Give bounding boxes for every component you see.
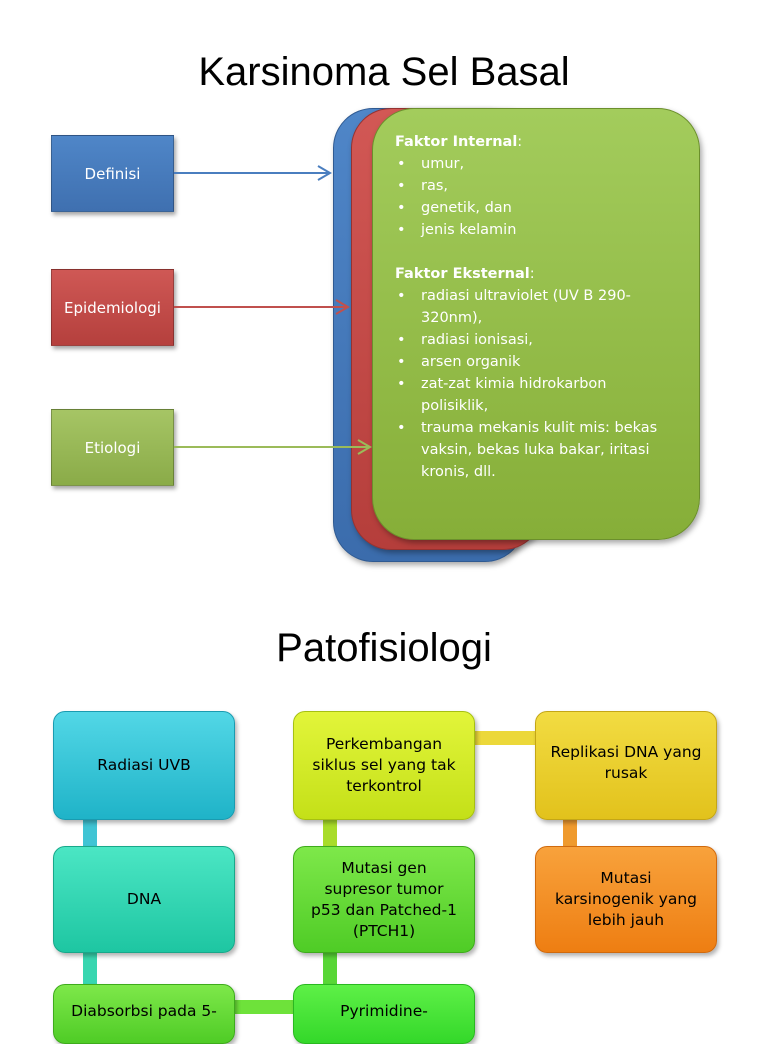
- dna-box[interactable]: DNA: [53, 846, 235, 953]
- list-item: trauma mekanis kulit mis: bekas vaksin, …: [395, 417, 675, 483]
- pyrimidine-box[interactable]: Pyrimidine-: [293, 984, 475, 1044]
- list-item: zat-zat kimia hidrokarbon polisiklik,: [395, 373, 675, 417]
- faktor-eksternal-heading: Faktor Eksternal:: [395, 266, 535, 282]
- diabsorbsi-box[interactable]: Diabsorbsi pada 5-: [53, 984, 235, 1044]
- list-item: genetik, dan: [395, 197, 675, 219]
- faktor-internal-list: umur, ras, genetik, dan jenis kelamin: [395, 153, 675, 241]
- list-item: radiasi ionisasi,: [395, 329, 675, 351]
- faktor-internal-heading: Faktor Internal:: [395, 134, 523, 150]
- radiasi-uvb-box[interactable]: Radiasi UVB: [53, 711, 235, 820]
- list-item: umur,: [395, 153, 675, 175]
- connector-mutasi-perkembangan: [323, 818, 337, 850]
- title-karsinoma: Karsinoma Sel Basal: [198, 50, 570, 94]
- connector-radiasi-dna: [83, 818, 97, 850]
- etiologi-box[interactable]: Etiologi: [51, 409, 174, 486]
- list-item: arsen organik: [395, 351, 675, 373]
- mutasi-karsinogenik-box[interactable]: Mutasi karsinogenik yang lebih jauh: [535, 846, 717, 953]
- list-item: radiasi ultraviolet (UV B 290-320nm),: [395, 285, 675, 329]
- list-item: ras,: [395, 175, 675, 197]
- mutasi-gen-box[interactable]: Mutasi gen supresor tumor p53 dan Patche…: [293, 846, 475, 953]
- etiologi-card: Faktor Internal: umur, ras, genetik, dan…: [372, 108, 700, 540]
- list-item: jenis kelamin: [395, 219, 675, 241]
- epidemiologi-box[interactable]: Epidemiologi: [51, 269, 174, 346]
- title-patofisiologi: Patofisiologi: [276, 626, 492, 670]
- arrow-etiologi: [174, 439, 372, 455]
- definisi-box[interactable]: Definisi: [51, 135, 174, 212]
- connector-pyrimidine-mutasi: [323, 950, 337, 990]
- arrow-definisi: [174, 165, 332, 181]
- replikasi-box[interactable]: Replikasi DNA yang rusak: [535, 711, 717, 820]
- connector-replikasi-mutasi: [563, 818, 577, 850]
- connector-dna-diabsorbsi: [83, 950, 97, 990]
- connector-perkembangan-replikasi: [470, 731, 540, 745]
- arrow-epidemiologi: [174, 299, 350, 315]
- perkembangan-box[interactable]: Perkembangan siklus sel yang tak terkont…: [293, 711, 475, 820]
- connector-diabsorbsi-pyrimidine: [230, 1000, 300, 1014]
- faktor-eksternal-list: radiasi ultraviolet (UV B 290-320nm), ra…: [395, 285, 675, 483]
